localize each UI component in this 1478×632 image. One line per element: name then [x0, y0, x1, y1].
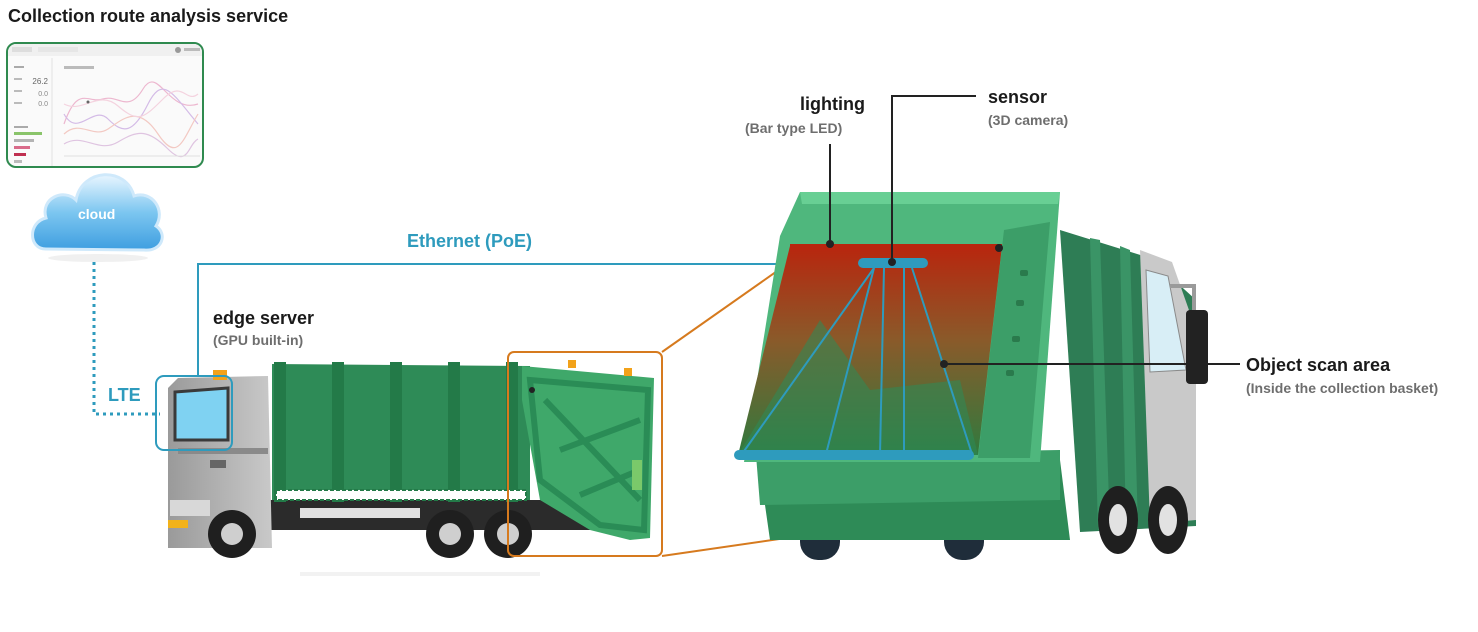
lighting-sub: (Bar type LED) [745, 120, 843, 136]
dashboard-thumbnail: 26.2 0.0 0.0 [6, 42, 204, 168]
edge-server-label: edge server [213, 308, 315, 328]
sensor-sub: (3D camera) [988, 112, 1069, 128]
garbage-truck-closeup [734, 192, 1208, 560]
dash-value-3: 0.0 [38, 101, 48, 108]
lte-label: LTE [108, 385, 141, 405]
lighting-label: lighting [800, 94, 865, 114]
cloud-label: cloud [78, 206, 116, 222]
scan-area-sub: (Inside the collection basket) [1246, 380, 1439, 396]
sensor-label: sensor [988, 87, 1048, 107]
edge-server-box [155, 375, 233, 451]
service-title: Collection route analysis service [8, 6, 289, 26]
edge-server-sub: (GPU built-in) [213, 332, 304, 348]
dash-value-2: 0.0 [38, 91, 48, 98]
scan-area-label: Object scan area [1246, 355, 1391, 375]
callout-box [507, 351, 663, 557]
cloud-icon [31, 173, 164, 262]
ethernet-label: Ethernet (PoE) [407, 231, 533, 251]
lte-link [92, 262, 160, 416]
garbage-truck-small [168, 360, 654, 576]
dash-value-1: 26.2 [32, 77, 48, 86]
ethernet-link [197, 263, 780, 376]
